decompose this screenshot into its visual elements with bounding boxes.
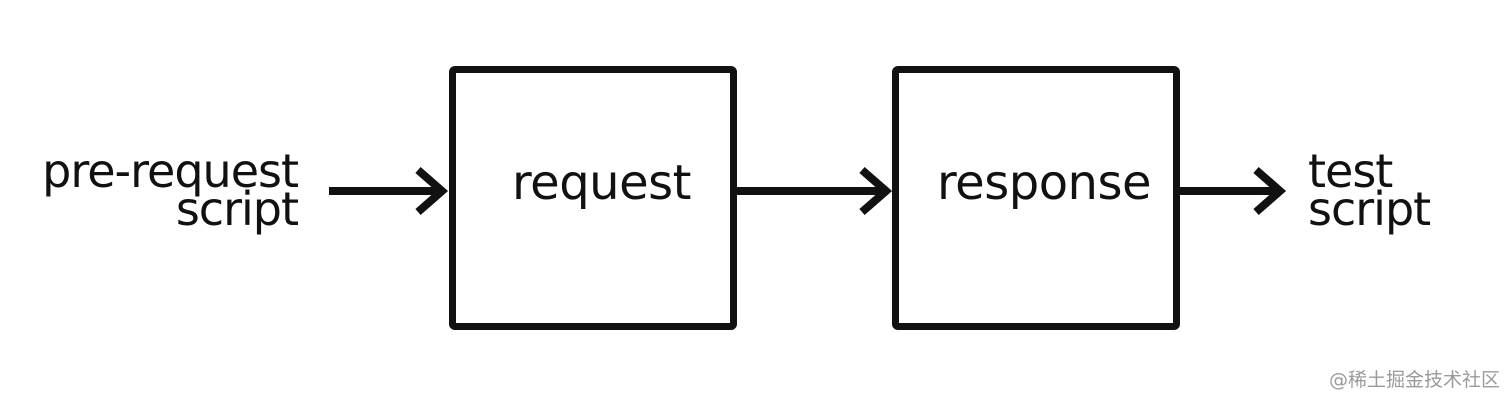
arrow-request-to-response [737,166,893,216]
pre-request-script-line-1: pre-request [42,144,299,198]
request-box: request [449,66,737,330]
request-box-label: request [512,155,691,211]
test-script-line-2: script [1308,182,1431,236]
watermark-text: @稀土掘金技术社区 [1328,369,1500,391]
response-box: response [892,66,1180,330]
pre-request-script-label: pre-request script [42,144,299,236]
pre-request-script-line-2: script [175,182,299,236]
test-script-line-1: test [1308,144,1393,198]
arrow-response-to-test [1180,166,1287,216]
test-script-label: test script [1308,144,1431,236]
arrow-prerequest-to-request [329,166,449,216]
response-box-label: response [937,155,1152,211]
